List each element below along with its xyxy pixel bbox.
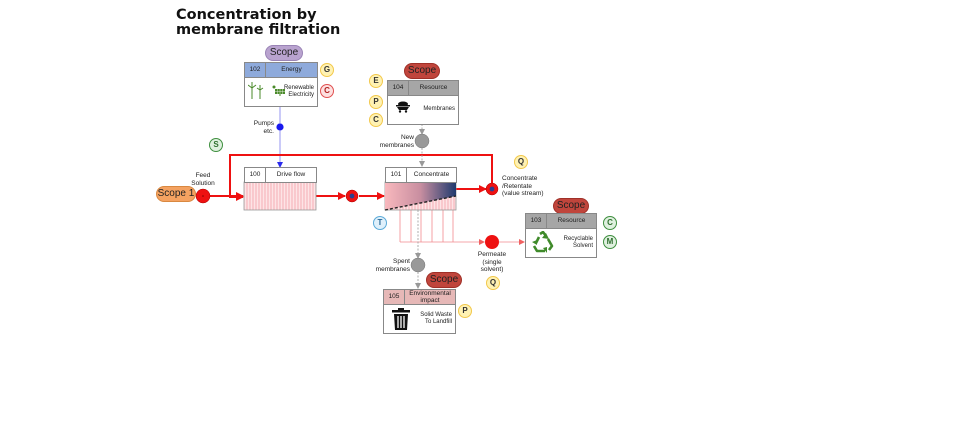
badge-s[interactable]: S <box>209 138 223 152</box>
energy-box[interactable]: 102 Energy Renewable Electricity <box>244 62 318 107</box>
pumps-node[interactable] <box>276 123 284 131</box>
badge-g[interactable]: G <box>320 63 334 77</box>
drive-flow-body <box>243 181 317 211</box>
box-id: 105 <box>384 290 405 304</box>
pumps-label: Pumps etc. <box>253 120 274 135</box>
box-name: Resource <box>557 217 586 224</box>
badge-q[interactable]: Q <box>486 276 500 290</box>
box-id: 101 <box>386 168 407 182</box>
box-id: 103 <box>526 214 547 228</box>
box-label: Membranes <box>423 106 455 112</box>
membranes-resource-box[interactable]: 104 Resource Membranes <box>387 80 459 125</box>
box-name: Drive flow <box>276 171 306 178</box>
box-id: 100 <box>245 168 266 182</box>
badge-e[interactable]: E <box>369 74 383 88</box>
box-label: Solid Waste To Landfill <box>420 312 452 325</box>
scope-2-badge: Scope 2 <box>265 45 303 72</box>
badge-c[interactable]: C <box>369 113 383 127</box>
new-membranes-node[interactable] <box>414 133 430 149</box>
spent-membranes-node[interactable] <box>410 257 426 273</box>
concentrate-node-dot <box>489 186 495 192</box>
feed-node-dot <box>202 195 204 197</box>
concentrate-box[interactable]: 101 Concentrate <box>385 167 457 183</box>
box-name: Environmental impact <box>409 290 451 304</box>
box-name: Energy <box>281 66 302 73</box>
scope-3-badge: Scope 3 <box>404 63 440 90</box>
box-label: Recyclable Solvent <box>563 236 593 249</box>
scope-3-badge: Scope 3 <box>426 272 462 299</box>
badge-p[interactable]: P <box>369 95 383 109</box>
badge-c[interactable]: C <box>603 216 617 230</box>
recycle-icon <box>532 231 554 253</box>
badge-m[interactable]: M <box>603 235 617 249</box>
badge-q[interactable]: Q <box>514 155 528 169</box>
wind-turbine-icon <box>248 82 264 99</box>
solar-panel-icon <box>272 85 285 96</box>
permeate-collector <box>399 210 485 245</box>
concentrate-retentate-label: Concentrate /Retentate (value stream) <box>502 175 544 197</box>
permeate-label: Permeate (single solvent) <box>477 251 507 273</box>
box-id: 104 <box>388 81 409 95</box>
box-id: 102 <box>245 63 266 77</box>
intermediate-node-dot <box>349 193 355 199</box>
box-name: Resource <box>419 84 448 91</box>
mine-cart-icon <box>396 101 410 113</box>
trash-bin-icon <box>392 308 410 330</box>
box-name: Concentrate <box>413 171 450 178</box>
spent-membranes-label: Spent membranes <box>375 258 410 273</box>
new-membranes-label: New membranes <box>379 134 414 149</box>
membrane-line <box>384 195 457 211</box>
badge-t[interactable]: T <box>373 216 387 230</box>
scope-1-badge: Scope 1 <box>156 186 196 202</box>
diagram-title: Concentration by membrane filtration <box>176 7 341 38</box>
badge-p[interactable]: P <box>458 304 472 318</box>
solvent-resource-box[interactable]: 103 Resource Recyclable Solvent <box>525 213 597 258</box>
badge-c[interactable]: C <box>320 84 334 98</box>
environmental-impact-box[interactable]: 105 Environmental impact Solid Waste To … <box>383 289 456 334</box>
feed-solution-label: Feed Solution <box>191 172 215 187</box>
box-label: Renewable Electricity <box>283 85 314 98</box>
permeate-node[interactable] <box>485 235 499 249</box>
scope-3-badge: Scope 3 <box>553 198 589 225</box>
drive-flow-box[interactable]: 100 Drive flow <box>244 167 317 183</box>
concentrate-gradient <box>385 182 456 210</box>
